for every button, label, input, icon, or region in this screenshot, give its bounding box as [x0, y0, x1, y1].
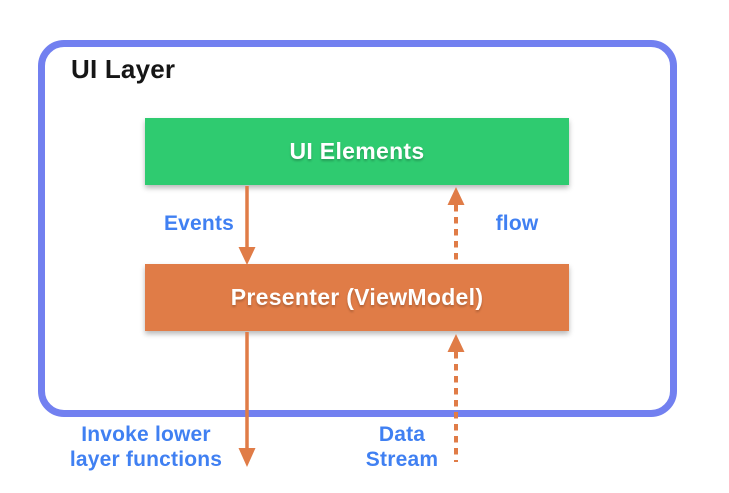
invoke-lower-layer-label: Invoke lower layer functions [69, 423, 223, 471]
events-label: Events [163, 212, 235, 235]
node-presenter: Presenter (ViewModel) [145, 264, 569, 331]
node-ui-elements-label: UI Elements [289, 138, 425, 164]
flow-label: flow [495, 212, 539, 235]
ui-layer-title: UI Layer [71, 54, 176, 84]
node-ui-elements: UI Elements [145, 118, 569, 185]
data-stream-label: Data Stream [365, 423, 439, 471]
ui-layer-container [38, 40, 677, 417]
node-presenter-label: Presenter (ViewModel) [230, 284, 484, 310]
